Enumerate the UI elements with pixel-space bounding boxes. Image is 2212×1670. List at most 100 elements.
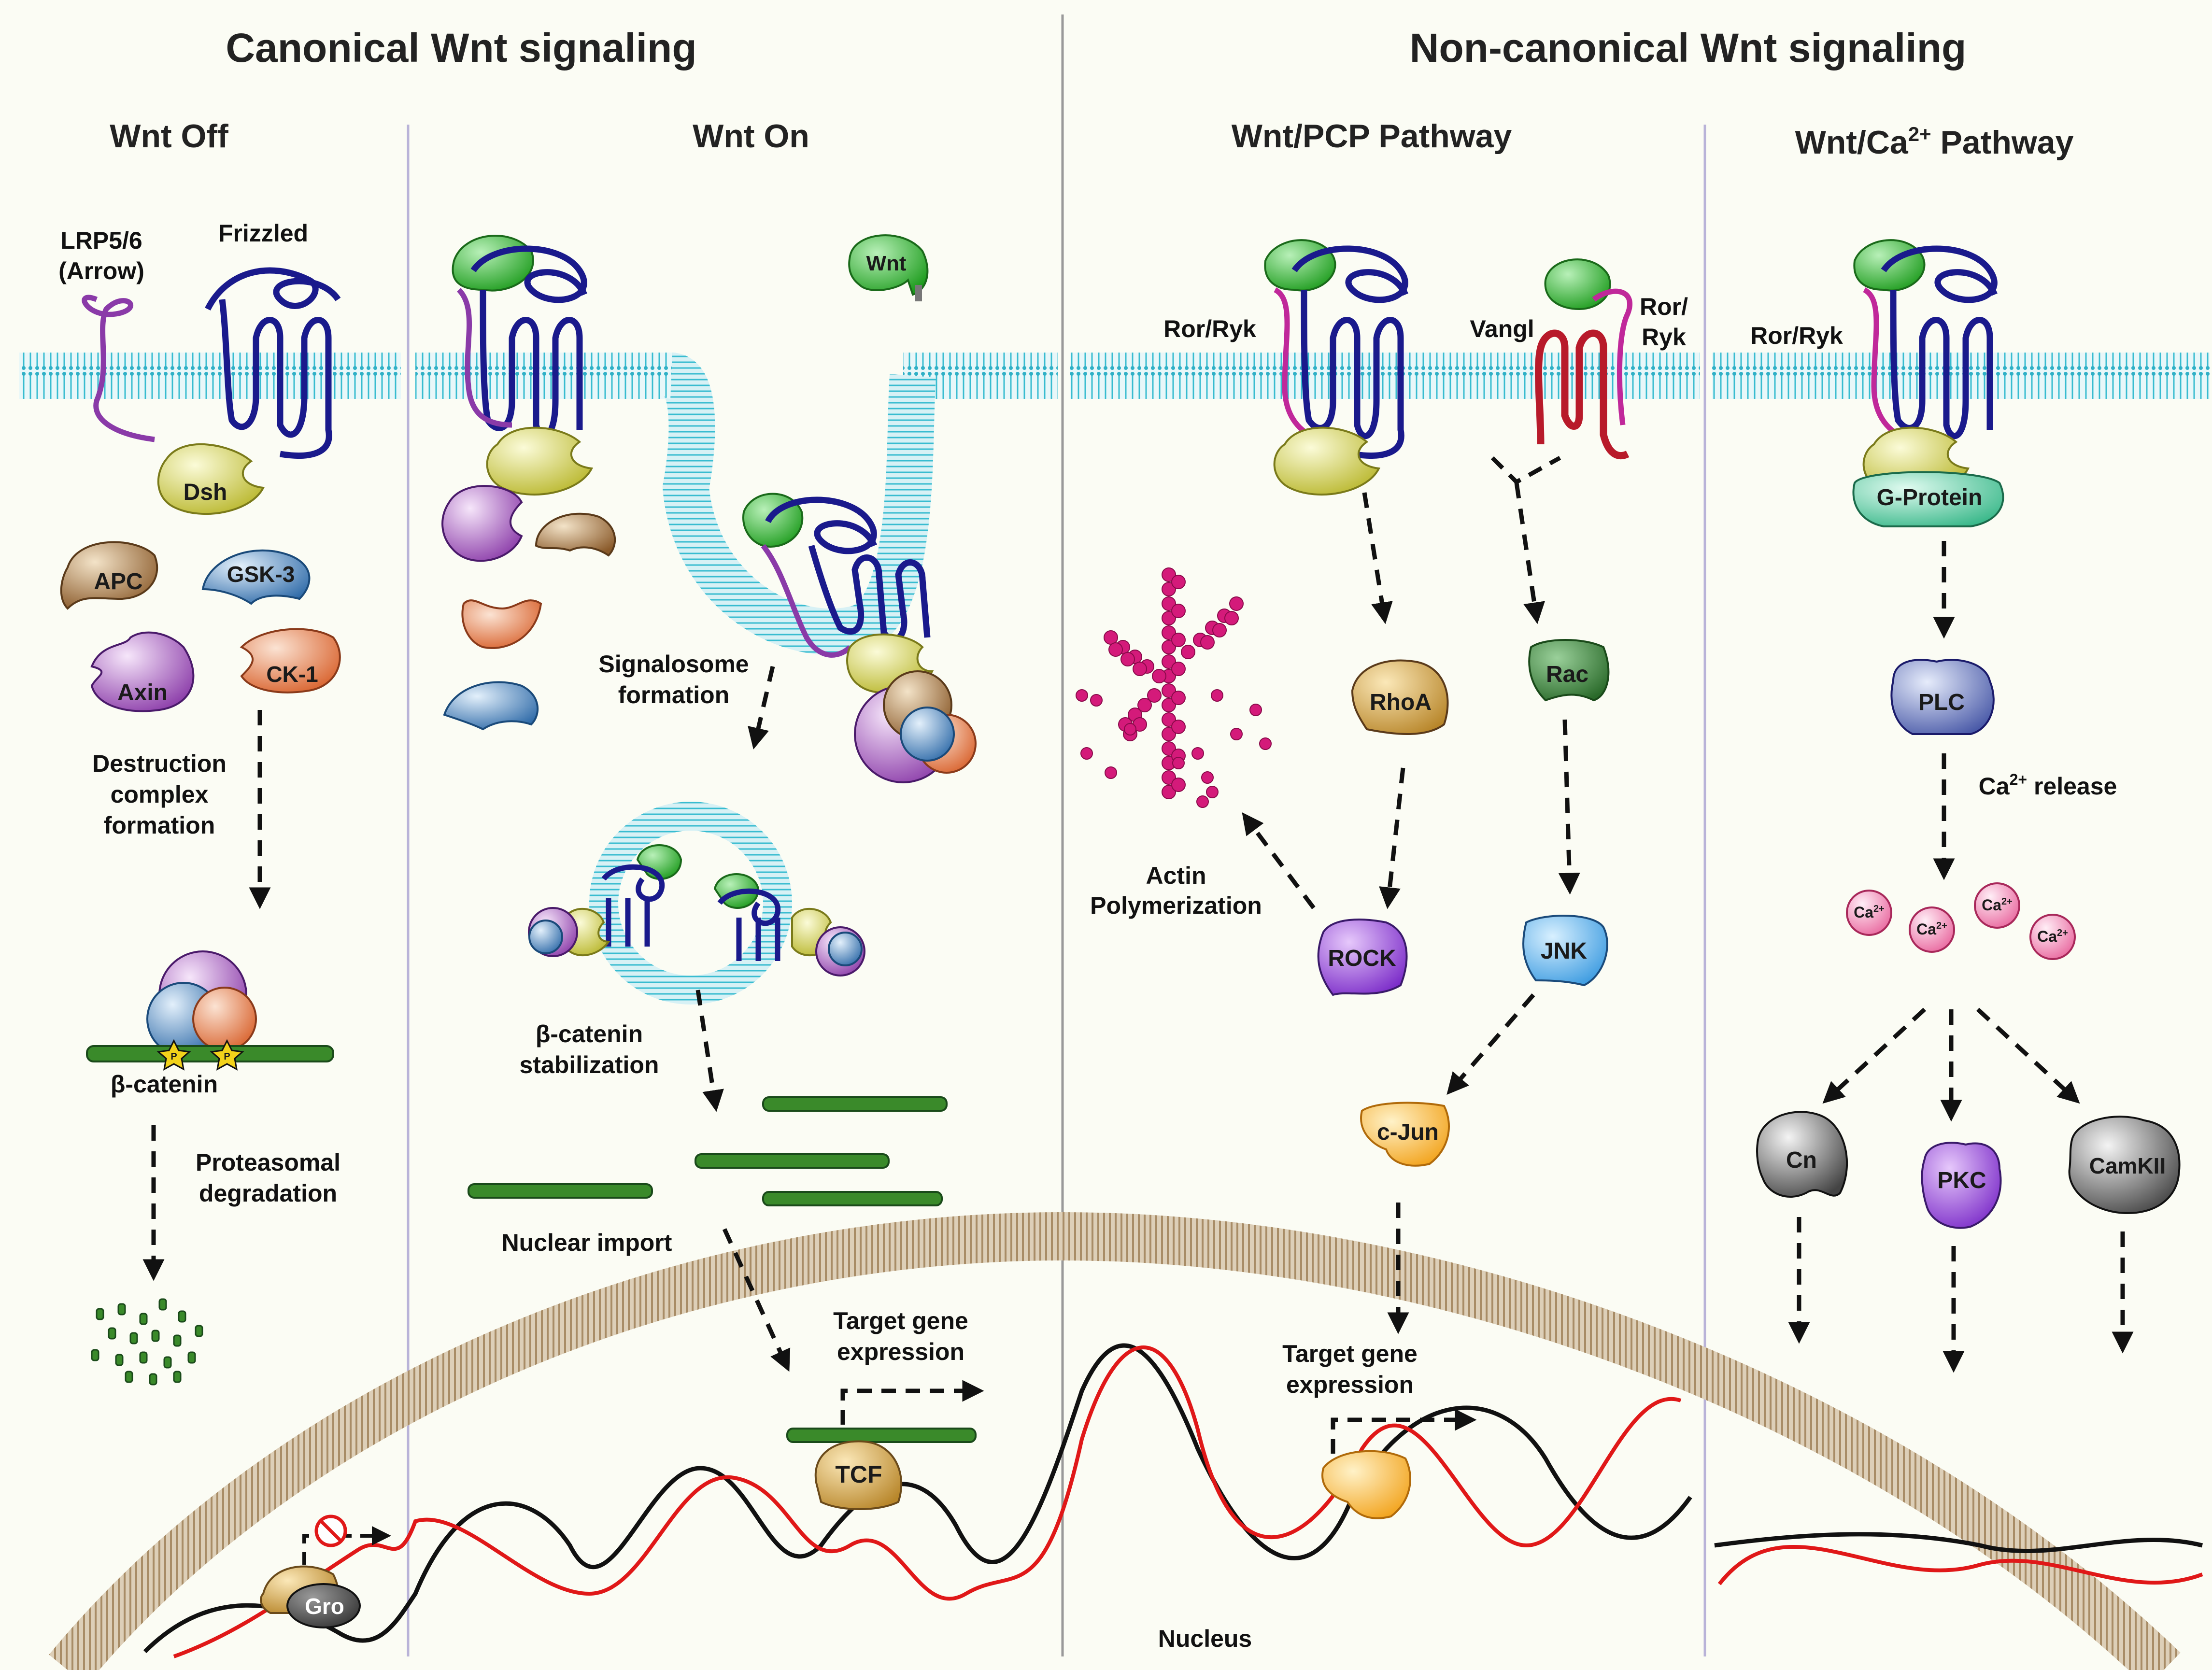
actin-label-2: Polymerization (1090, 892, 1262, 919)
gsk3-label: GSK-3 (227, 562, 295, 587)
apc-protein (60, 541, 158, 610)
target-gene-label-1: Target gene (833, 1307, 968, 1334)
header-canonical: Canonical Wnt signaling (226, 25, 696, 71)
membrane-ca (1712, 353, 2210, 399)
membrane-wnt-off (19, 353, 401, 399)
rock-label: ROCK (1328, 946, 1396, 971)
lrp-label-line2: (Arrow) (58, 257, 144, 284)
gro-label: Gro (305, 1594, 344, 1619)
rac-protein (1528, 639, 1610, 702)
dna-strand-black (143, 1343, 2203, 1654)
pcp-receptor-frizzled (1264, 239, 1408, 496)
arrow-to-rhoa (1362, 492, 1393, 624)
gsk3-protein (201, 549, 311, 605)
transcription-arrow-wnt-on (840, 1380, 984, 1425)
transcription-arrow-pcp (1331, 1409, 1477, 1454)
arrow-stabilization (695, 990, 724, 1112)
svg-text:P: P (170, 1051, 177, 1062)
cn-protein (1756, 1111, 1848, 1198)
proteasomal-label-2: degradation (199, 1180, 337, 1207)
pkc-label: PKC (1937, 1168, 1986, 1193)
g-protein (1852, 471, 2004, 527)
ca-release-label: Ca2+ release (1979, 771, 2117, 800)
rhoa-protein (1351, 659, 1449, 735)
cjun-label: c-Jun (1377, 1119, 1439, 1145)
arrow-to-rock (1379, 767, 1405, 909)
svg-text:Ca2+: Ca2+ (1916, 920, 1947, 938)
ck1-protein (240, 628, 341, 693)
svg-text:Ca2+: Ca2+ (1982, 896, 2013, 914)
beta-catenin-nuclear (786, 1428, 977, 1443)
beta-catenin-pool (468, 1096, 948, 1206)
signalosome-label-2: formation (618, 681, 730, 708)
plc-protein (1890, 659, 1995, 735)
dsh-label: Dsh (184, 480, 227, 505)
free-proteins (441, 485, 616, 731)
panel-title-pcp: Wnt/PCP Pathway (1232, 118, 1512, 155)
nuclear-import-label: Nuclear import (502, 1229, 672, 1256)
rock-protein (1317, 919, 1408, 996)
actin-label-1: Actin (1146, 862, 1206, 889)
lrp-receptor (82, 295, 155, 442)
arrow-to-cjun (1446, 993, 1535, 1095)
pcp-target-label-2: expression (1286, 1371, 1414, 1398)
destruction-complex (146, 950, 257, 1056)
stabilization-label-1: β-catenin (536, 1020, 643, 1047)
vangl-label: Vangl (1470, 315, 1534, 342)
target-gene-label-2: expression (837, 1338, 964, 1365)
apc-label: APC (94, 569, 142, 594)
ck1-label: CK-1 (266, 662, 318, 687)
phospho-star: P (156, 1039, 191, 1071)
pcp-target-label-1: Target gene (1282, 1340, 1418, 1367)
beta-catenin-bound (86, 1045, 334, 1062)
frizzled-receptor (205, 267, 341, 459)
calcium-ion: Ca2+ (1909, 906, 1955, 953)
tcf-label: TCF (835, 1461, 882, 1488)
destruction-label-1: Destruction (92, 750, 227, 777)
arrow-to-camkii (1976, 1007, 2080, 1104)
receptor-complex-membrane (452, 234, 594, 496)
panel-title-wnt-off: Wnt Off (110, 118, 228, 155)
phospho-star: P (210, 1039, 244, 1071)
ca-ror-ryk-label: Ror/Ryk (1750, 322, 1843, 349)
wnt-ligand: Wnt (848, 234, 929, 301)
ror-ryk-label-2-line2: Ryk (1642, 324, 1686, 351)
no-transcription-icon (314, 1514, 347, 1547)
svg-text:Ca2+: Ca2+ (2037, 928, 2068, 945)
dsh-protein (157, 443, 265, 515)
arrow-vangl-merge (1490, 456, 1561, 485)
repressed-transcription-arrow (302, 1526, 391, 1565)
arrow-signalosome (748, 665, 775, 750)
wnt-label: Wnt (866, 252, 906, 275)
membrane-invagination (662, 353, 936, 655)
svg-text:Ca2+: Ca2+ (1854, 904, 1885, 921)
calcium-ion: Ca2+ (1974, 882, 2020, 929)
svg-text:P: P (224, 1051, 230, 1062)
dna-strand-red (173, 1345, 2203, 1658)
degraded-fragments (91, 1298, 203, 1386)
ror-ryk-label: Ror/Ryk (1163, 315, 1256, 342)
destruction-label-2: complex (111, 781, 209, 808)
gro-complex: Gro (260, 1565, 361, 1628)
g-protein-label: G-Protein (1877, 485, 1983, 510)
vangl-receptor (1535, 258, 1633, 460)
arrow-to-rac (1514, 482, 1545, 624)
panel-title-ca: Wnt/Ca2+ Pathway (1795, 123, 2074, 161)
arrow-to-cn (1822, 1007, 1927, 1104)
cjun-nuclear (1321, 1450, 1411, 1519)
cjun-protein (1360, 1102, 1450, 1167)
calcium-ion: Ca2+ (2029, 914, 2076, 960)
panel-title-wnt-on: Wnt On (693, 118, 809, 155)
pkc-protein (1921, 1142, 2002, 1229)
membrane-pcp (1070, 353, 1700, 399)
cn-label: Cn (1786, 1147, 1817, 1173)
jnk-label: JNK (1541, 938, 1587, 964)
axin-label: Axin (117, 680, 168, 706)
ror-ryk-label-2-line1: Ror/ (1640, 293, 1688, 320)
stabilization-label-2: stabilization (520, 1051, 659, 1078)
proteasomal-label-1: Proteasomal (196, 1149, 340, 1176)
header-noncanonical: Non-canonical Wnt signaling (1410, 25, 1967, 71)
calcium-ion: Ca2+ (1846, 890, 1892, 936)
membrane-wnt-on-left (415, 353, 676, 399)
